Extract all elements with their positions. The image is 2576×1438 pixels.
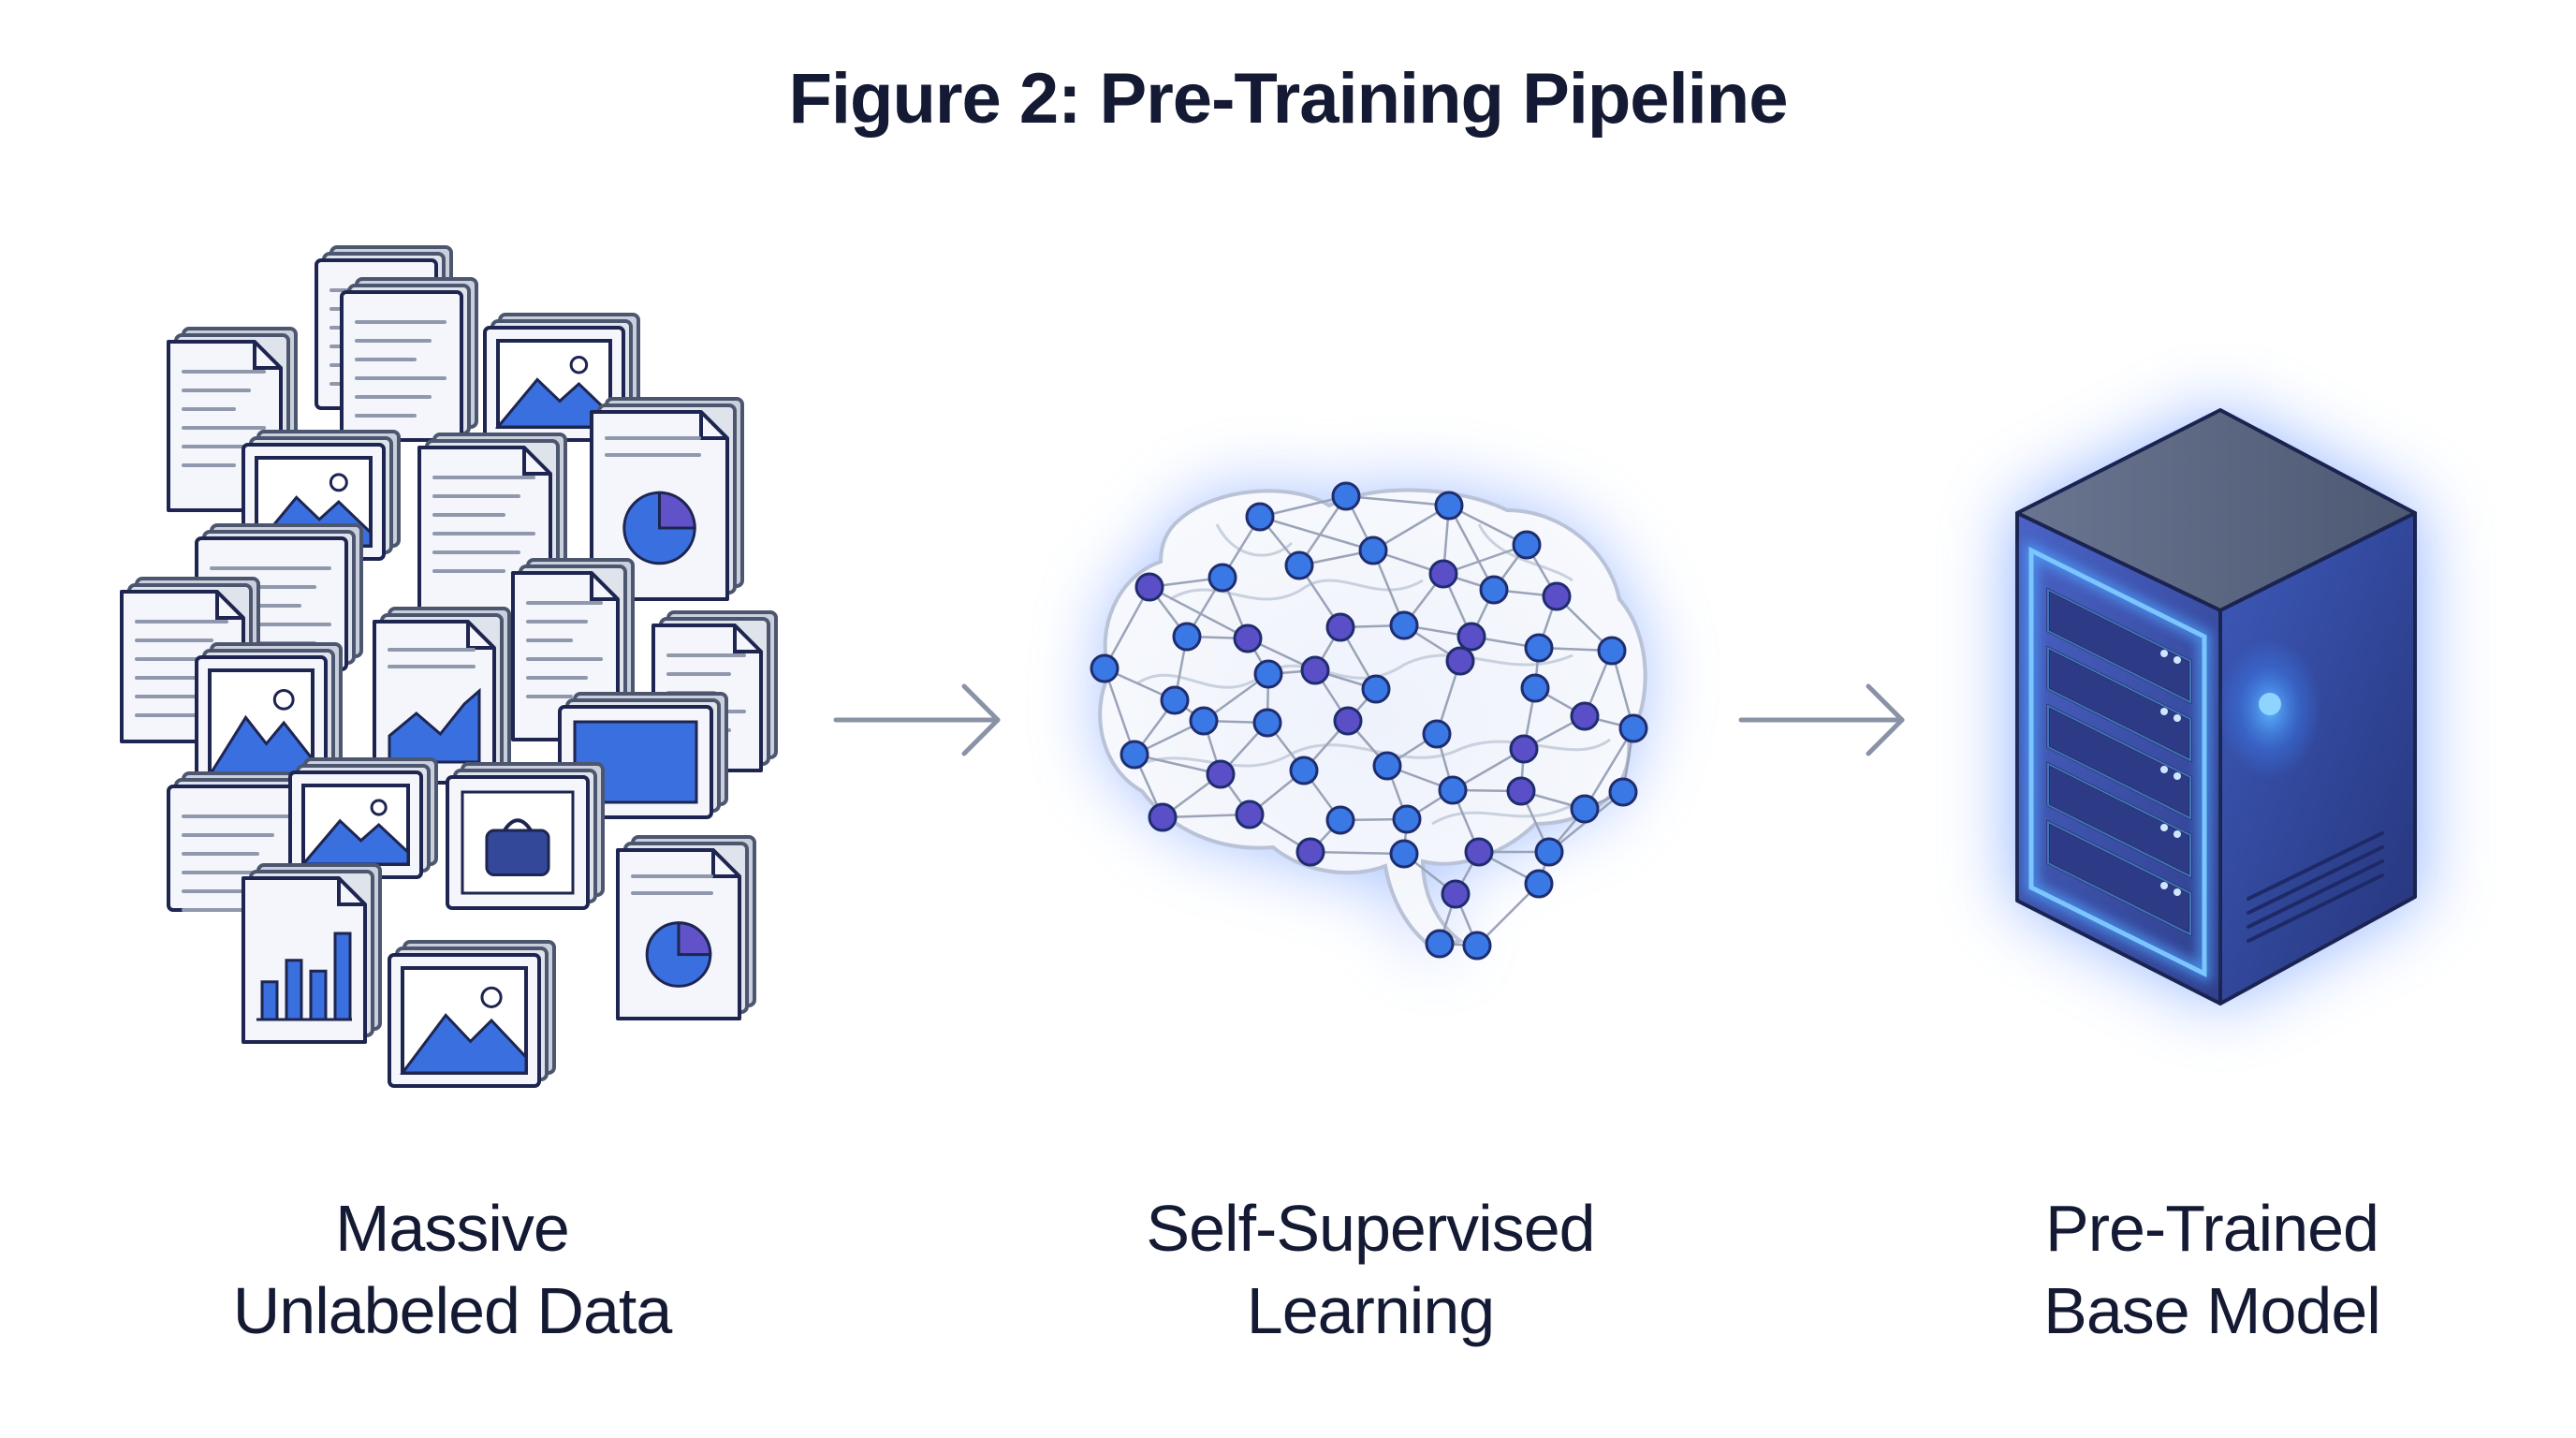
stage-label-model: Pre-Trained Base Model bbox=[1791, 1187, 2576, 1352]
stage-label-line: Base Model bbox=[2043, 1274, 2381, 1347]
arrow-right-icon bbox=[833, 683, 1001, 756]
server-icon bbox=[2012, 408, 2420, 1005]
pie-card bbox=[590, 397, 744, 601]
arrow-right-icon bbox=[1738, 683, 1905, 756]
text-card bbox=[120, 577, 260, 743]
linechart-card bbox=[373, 607, 511, 785]
stage-label-learning: Self-Supervised Learning bbox=[949, 1187, 1792, 1352]
text-card bbox=[511, 558, 635, 741]
stage-label-line: Unlabeled Data bbox=[232, 1274, 673, 1347]
figure-title: Figure 2: Pre-Training Pipeline bbox=[788, 59, 1789, 139]
image-card bbox=[195, 642, 343, 790]
pie-card bbox=[616, 835, 756, 1020]
bag-card bbox=[446, 762, 605, 910]
neural-brain-icon bbox=[1090, 481, 1648, 961]
stage-label-data: Massive Unlabeled Data bbox=[31, 1187, 873, 1352]
stage-label-line: Massive bbox=[335, 1192, 570, 1265]
document-pile-icon bbox=[120, 245, 778, 1088]
stage-label-line: Self-Supervised bbox=[1146, 1192, 1595, 1265]
stage-label-line: Pre-Trained bbox=[2045, 1192, 2379, 1265]
text-card bbox=[340, 277, 478, 442]
stage-label-line: Learning bbox=[1246, 1274, 1495, 1347]
image-card bbox=[388, 940, 556, 1088]
bars-card bbox=[242, 863, 382, 1044]
image-card bbox=[288, 757, 438, 879]
